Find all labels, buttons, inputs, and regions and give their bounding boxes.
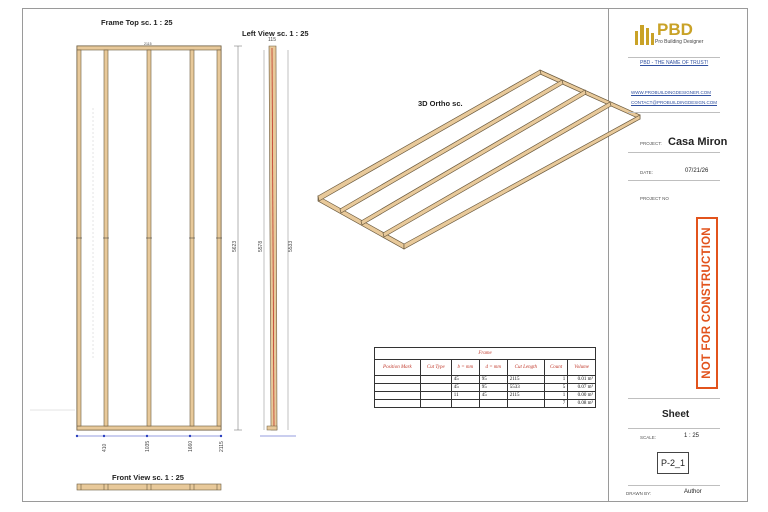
date-value: 07/21/26 (685, 168, 709, 174)
table-row-total: 7 0.08 m³ (374, 399, 596, 408)
scale-value: 1 : 25 (684, 433, 700, 439)
dim-height: 5623 (232, 241, 238, 252)
table-cell: 45 (450, 375, 480, 384)
dim-left-top: 115 (268, 37, 276, 43)
table-cell (419, 375, 452, 384)
table-cell: 5 (543, 383, 569, 392)
website-link[interactable]: WWW.PROBUILDINGDESIGNER.COM (631, 90, 712, 95)
table-header: Cut Length (506, 359, 545, 376)
brand-name: PBD (657, 20, 693, 39)
contact-link[interactable]: CONTACT@PROBUILDINGDESIGN.COM (631, 100, 717, 105)
project-no-label: PROJECT NO (640, 196, 669, 201)
sheet-border (22, 8, 748, 502)
table-cell: 0.07 m³ (567, 383, 596, 392)
stamp-frame (696, 217, 718, 389)
dim-left-inner: 5533 (288, 241, 294, 252)
table-cell (374, 375, 421, 384)
table-cell (374, 399, 421, 408)
table-header: Volume (567, 359, 596, 376)
left-view: 5578 5533 115 (258, 37, 296, 437)
bottom-plate (76, 425, 222, 431)
left-view-title: Left View sc. 1 : 25 (242, 29, 309, 38)
ortho-view (317, 69, 641, 250)
divider (628, 428, 720, 429)
table-cell: 2115 (506, 375, 545, 384)
table-header: b = mm (450, 359, 480, 376)
table-cell: 1 (543, 375, 569, 384)
divider (628, 112, 720, 113)
table-cell (374, 383, 421, 392)
sheet-label: Sheet (662, 409, 690, 420)
table-cell: 5533 (506, 383, 545, 392)
scale-label: SCALE: (640, 435, 657, 440)
table-row: 45 95 5533 5 0.07 m³ (374, 383, 596, 392)
table-cell (419, 383, 452, 392)
front-view-title: Front View sc. 1 : 25 (112, 473, 184, 482)
table-cell: 2115 (506, 391, 545, 400)
table-cell: 7 (543, 399, 569, 408)
table-title: Frame (374, 347, 596, 360)
table-header: d = mm (478, 359, 508, 376)
frame-top-title: Frame Top sc. 1 : 25 (101, 18, 173, 27)
table-cell: 0.01 m³ (567, 375, 596, 384)
top-plate (76, 45, 222, 51)
table-cell: 1 (543, 391, 569, 400)
table-cell (506, 399, 545, 408)
dim-bottom-3: 1660 (188, 441, 194, 452)
divider (628, 152, 720, 153)
table-header: Position Mark (374, 359, 421, 376)
frame-top-plan: 5623 2115 410 1035 1660 2115 (30, 42, 242, 452)
sheet-number: P-2_1 (657, 452, 689, 474)
table-header: Cut Type (419, 359, 452, 376)
divider (628, 180, 720, 181)
table-row: 45 95 2115 1 0.01 m³ (374, 375, 596, 384)
dim-bottom-2: 1035 (145, 441, 151, 452)
table-cell (374, 391, 421, 400)
divider (628, 398, 720, 399)
dim-left-outer: 5578 (258, 241, 264, 252)
title-block-divider (608, 8, 609, 502)
table-header: Count (543, 359, 569, 376)
date-label: DATE: (640, 170, 653, 175)
divider (628, 485, 720, 486)
dim-bottom-4: 2115 (219, 441, 225, 452)
drawn-by-label: DRAWN BY: (626, 491, 652, 496)
brand-subtitle: Pro Building Designer (655, 39, 704, 45)
table-cell: 11 (450, 391, 480, 400)
table-row: 11 45 2115 1 0.00 m³ (374, 391, 596, 400)
table-cell: 95 (478, 375, 508, 384)
table-cell (450, 399, 480, 408)
divider (628, 57, 720, 58)
table-cell: 95 (478, 383, 508, 392)
table-cell: 0.08 m³ (567, 399, 596, 408)
ortho-view-title: 3D Ortho sc. (418, 99, 463, 108)
project-name: Casa Miron (668, 136, 728, 148)
tagline: PBD - THE NAME OF TRUST! (640, 60, 709, 66)
front-view (76, 483, 222, 491)
drawn-by-value: Author (684, 489, 702, 495)
table-cell: 45 (478, 391, 508, 400)
table-cell (419, 399, 452, 408)
table-cell: 0.00 m³ (567, 391, 596, 400)
dim-top: 2115 (144, 42, 152, 46)
table-cell: 45 (450, 383, 480, 392)
frame-schedule-table: Frame Position Mark Cut Type b = mm d = … (374, 347, 596, 408)
table-cell (478, 399, 508, 408)
table-cell (419, 391, 452, 400)
project-label: PROJECT: (640, 141, 662, 146)
not-for-construction-stamp: NOT FOR CONSTRUCTION (701, 227, 713, 379)
dim-bottom-1: 410 (102, 443, 108, 452)
brand-logo (635, 25, 654, 45)
